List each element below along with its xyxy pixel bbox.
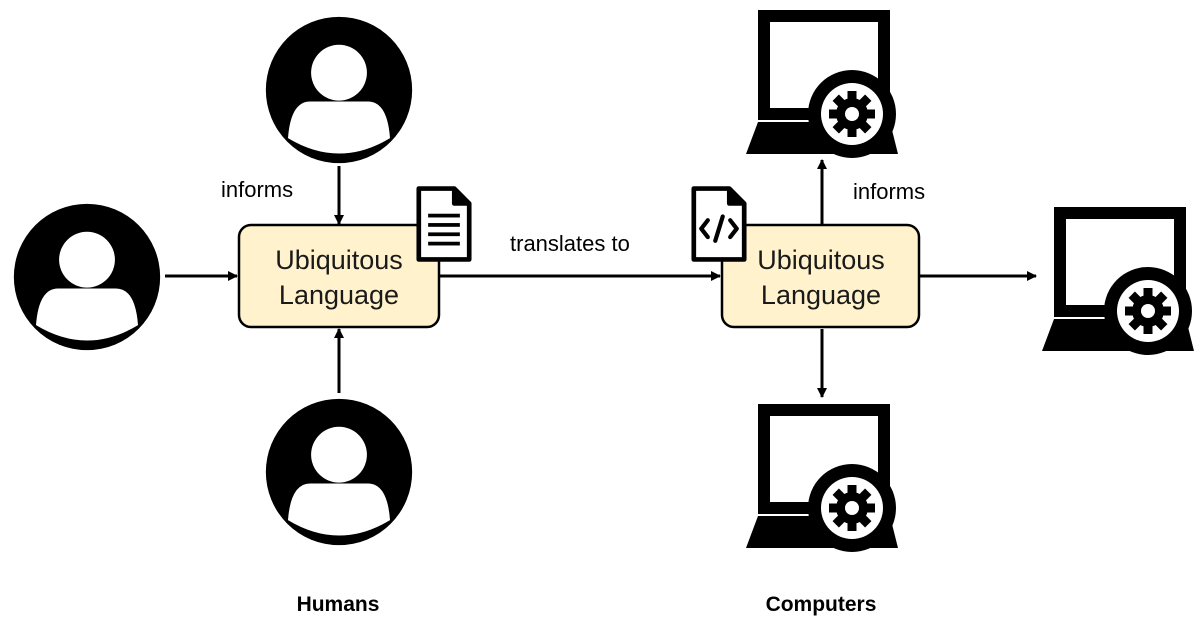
box-label-line1: Ubiquitous [757,245,885,275]
text-document-icon [419,189,469,260]
laptop-gear-icon [1042,213,1194,355]
laptop-gear-icon [746,16,898,158]
box-shape [720,223,921,329]
edge-label-informs-computer: informs [853,179,925,204]
human-ubiquitous-language-box: Ubiquitous Language [237,223,441,329]
box-label-line2: Language [279,280,399,310]
box-shape [237,223,441,329]
edge-label-informs-human: informs [221,177,293,202]
group-label-computers: Computers [766,593,877,616]
user-avatar-icon [13,203,161,351]
computer-ubiquitous-language-box: Ubiquitous Language [720,223,921,329]
box-label-line2: Language [761,280,881,310]
box-label-line1: Ubiquitous [275,245,403,275]
user-avatar-icon [265,398,413,546]
edge-label-translates-to: translates to [510,231,630,256]
group-label-humans: Humans [297,593,380,616]
user-avatar-icon [265,16,413,164]
code-document-icon [694,189,744,260]
laptop-gear-icon [746,410,898,552]
